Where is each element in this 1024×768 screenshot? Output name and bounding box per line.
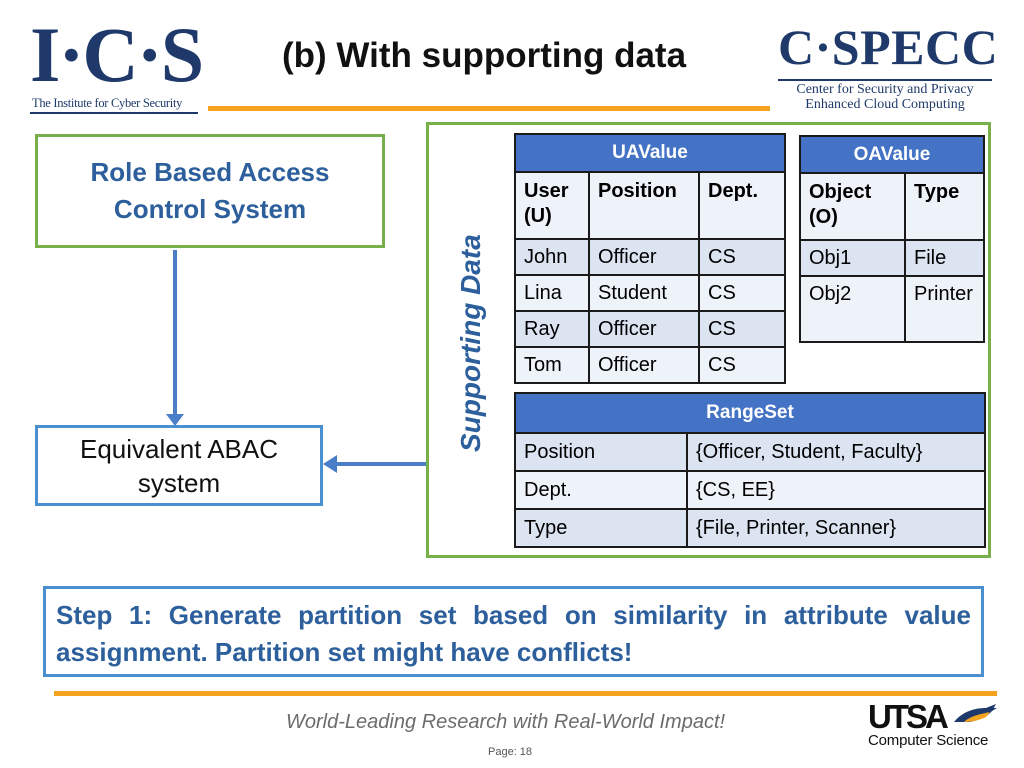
rangeset-table: RangeSet Position {Officer, Student, Fac… <box>514 392 986 548</box>
oavalue-title: OAValue <box>799 135 985 174</box>
supporting-data-panel <box>426 122 991 558</box>
table-row: Position {Officer, Student, Faculty} <box>514 432 986 472</box>
table-cell: CS <box>698 310 786 348</box>
table-cell: {Officer, Student, Faculty} <box>686 432 986 472</box>
uavalue-title: UAValue <box>514 133 786 173</box>
abac-box: Equivalent ABAC system <box>35 425 323 506</box>
slide-title: (b) With supporting data <box>282 36 687 75</box>
page-number: Page: 18 <box>488 746 533 758</box>
uavalue-col-dept: Dept. <box>698 171 786 240</box>
table-cell: Printer <box>904 275 985 343</box>
ics-logo-text: I·C·S <box>30 11 204 98</box>
table-row: Ray Officer CS <box>514 310 786 348</box>
rbac-box: Role Based Access Control System <box>35 134 385 248</box>
roadrunner-icon <box>954 704 997 722</box>
oavalue-table: OAValue Object (O) Type Obj1 File Obj2 P… <box>799 135 985 343</box>
table-cell: Student <box>588 274 700 312</box>
footer-tagline: World-Leading Research with Real-World I… <box>286 711 726 733</box>
table-cell: Obj1 <box>799 239 906 277</box>
title-rule <box>208 106 770 111</box>
table-cell: Officer <box>588 238 700 276</box>
rbac-label: Role Based Access Control System <box>90 157 330 224</box>
table-cell: Officer <box>588 310 700 348</box>
table-cell: Type <box>514 508 688 548</box>
oavalue-col-type: Type <box>904 172 985 241</box>
arrow-left-line <box>336 462 428 466</box>
arrow-down-icon <box>166 414 184 426</box>
cspecc-logo-rule <box>778 79 992 81</box>
table-row: Dept. {CS, EE} <box>514 470 986 510</box>
table-row: Type {File, Printer, Scanner} <box>514 508 986 548</box>
table-cell: {CS, EE} <box>686 470 986 510</box>
abac-label: Equivalent ABAC system <box>79 433 278 498</box>
arrow-down-line <box>173 250 177 418</box>
table-cell: {File, Printer, Scanner} <box>686 508 986 548</box>
utsa-logo: UTSA Computer Science <box>868 700 1000 750</box>
oavalue-col-object: Object (O) <box>799 172 906 241</box>
table-row: John Officer CS <box>514 238 786 276</box>
uavalue-table: UAValue User (U) Position Dept. John Off… <box>514 133 786 384</box>
table-cell: John <box>514 238 590 276</box>
cspecc-logo-text: C·SPECC <box>778 19 999 75</box>
table-cell: Obj2 <box>799 275 906 343</box>
ics-logo-subtitle: The Institute for Cyber Security <box>32 96 183 110</box>
table-cell: Position <box>514 432 688 472</box>
table-cell: CS <box>698 238 786 276</box>
cspecc-logo-subtitle: Center for Security and Privacy Enhanced… <box>796 82 974 112</box>
step-box: Step 1: Generate partition set based on … <box>43 586 984 677</box>
footer-rule <box>54 691 997 696</box>
table-row: Tom Officer CS <box>514 346 786 384</box>
arrow-left-icon <box>323 455 337 473</box>
step-text: Step 1: Generate partition set based on … <box>56 600 971 667</box>
table-cell: Ray <box>514 310 590 348</box>
ics-logo: I·C·S The Institute for Cyber Security <box>30 11 204 114</box>
rangeset-title: RangeSet <box>514 392 986 434</box>
table-cell: Officer <box>588 346 700 384</box>
utsa-logo-text: UTSA <box>868 698 949 735</box>
table-cell: CS <box>698 346 786 384</box>
table-cell: Dept. <box>514 470 688 510</box>
utsa-dept-label: Computer Science <box>868 732 989 749</box>
table-row: Obj2 Printer <box>799 275 985 343</box>
table-row: Lina Student CS <box>514 274 786 312</box>
uavalue-col-position: Position <box>588 171 700 240</box>
table-cell: Lina <box>514 274 590 312</box>
table-cell: Tom <box>514 346 590 384</box>
cspecc-logo: C·SPECC Center for Security and Privacy … <box>778 22 998 112</box>
supporting-data-label: Supporting Data <box>455 234 486 452</box>
table-cell: File <box>904 239 985 277</box>
uavalue-col-user: User (U) <box>514 171 590 240</box>
table-cell: CS <box>698 274 786 312</box>
table-row: Obj1 File <box>799 239 985 277</box>
ics-logo-rule <box>30 112 198 114</box>
